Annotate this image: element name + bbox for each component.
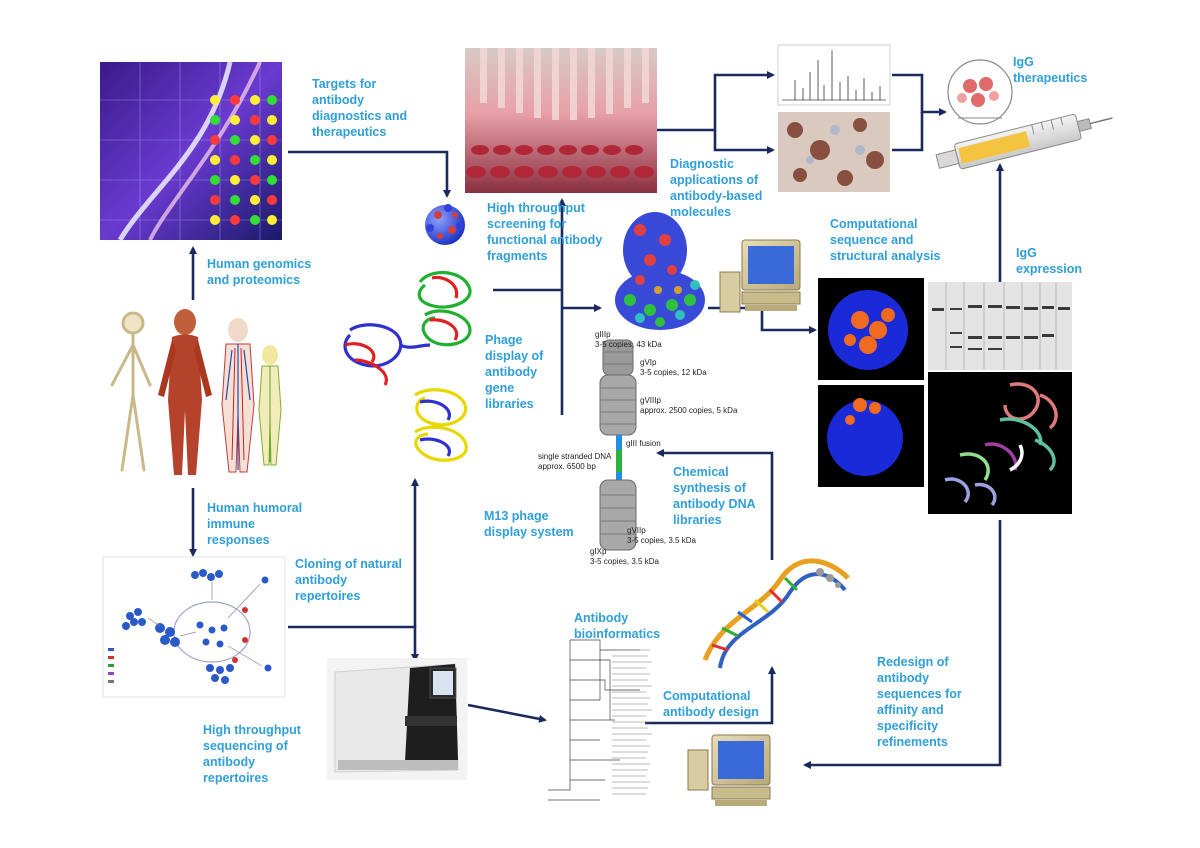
label-genomics: Human genomics and proteomics xyxy=(207,257,312,287)
dna-helix-image xyxy=(702,558,850,669)
arrow-redesign-to-computer xyxy=(803,520,1002,769)
arrow-targets-to-screening xyxy=(288,150,451,198)
phage-label-ssdna: single stranded DNA approx. 6500 bp xyxy=(538,452,612,471)
label-targets: Targets for antibody diagnostics and the… xyxy=(312,77,408,139)
microplate-image xyxy=(465,48,657,193)
label-igg-expression: IgG expression xyxy=(1016,246,1083,276)
arrow-design-to-dna xyxy=(645,666,776,725)
computer-bottom-image xyxy=(687,734,771,806)
igg-structure-image xyxy=(928,372,1072,514)
structure-top-image xyxy=(818,278,924,380)
phage-label-gviip: gVIIp 3-5 copies, 3.5 kDa xyxy=(627,526,696,545)
histology-image xyxy=(778,112,890,192)
label-computational: Computational sequence and structural an… xyxy=(830,217,941,263)
structure-bottom-image xyxy=(818,385,924,487)
label-bioinformatics: Antibody bioinformatics xyxy=(574,611,661,641)
connector-arrows xyxy=(189,71,1004,769)
label-comp-design: Computational antibody design xyxy=(663,689,759,719)
phage-label-gviiip: gVIIIp approx. 2500 copies, 5 kDa xyxy=(640,396,738,415)
arrow-to-diagnostics-top xyxy=(655,71,775,132)
computer-top-image xyxy=(719,239,801,313)
mass-spectrum-image xyxy=(777,44,891,106)
phage-label-gixp: gIXp 3-5 copies, 3.5 kDa xyxy=(590,547,659,566)
label-phage-display: Phage display of antibody gene libraries xyxy=(485,333,544,411)
protein-gel-image xyxy=(928,282,1072,370)
phylogenetic-tree-image xyxy=(548,639,652,801)
arrow-to-diagnostics-bottom xyxy=(713,130,775,154)
label-m13: M13 phage display system xyxy=(484,509,574,539)
human-anatomy-image xyxy=(110,309,282,475)
antibody-ribbon-image xyxy=(343,270,472,462)
label-redesign: Redesign of antibody sequences for affin… xyxy=(877,655,962,749)
line-bottom-to-syringe xyxy=(892,112,924,152)
sequencer-image xyxy=(327,658,467,780)
protein-globule-image xyxy=(425,204,465,245)
label-chemical: Chemical synthesis of antibody DNA libra… xyxy=(673,465,756,527)
arrow-chemical-to-fusion xyxy=(656,449,774,560)
label-humoral: Human humoral immune responses xyxy=(207,501,303,547)
arrow-top-to-syringe xyxy=(892,73,947,116)
phage-label-gvip: gVIp 3-5 copies, 12 kDa xyxy=(640,358,707,377)
antibody-spacefill-image xyxy=(615,212,705,330)
m13-phage-image xyxy=(599,339,637,551)
b-cell-diagram-image xyxy=(102,556,286,698)
label-screening: High throughput screening for functional… xyxy=(487,201,603,263)
phage-label-giii-fusion: gIII fusion xyxy=(626,439,661,448)
genomics-array-image xyxy=(100,61,282,242)
label-igg-therapeutics: IgG therapeutics xyxy=(1013,55,1088,85)
arrow-cloning-to-sequencer xyxy=(288,625,419,662)
label-cloning: Cloning of natural antibody repertoires xyxy=(295,557,402,603)
phage-label-giiip: gIIIp 3-5 copies, 43 kDa xyxy=(595,330,662,349)
label-hts-seq: High throughput sequencing of antibody r… xyxy=(203,723,301,785)
arrow-sequencer-to-tree xyxy=(467,703,547,723)
syringe-image xyxy=(935,59,1113,170)
label-diagnostic: Diagnostic applications of antibody-base… xyxy=(670,157,763,219)
